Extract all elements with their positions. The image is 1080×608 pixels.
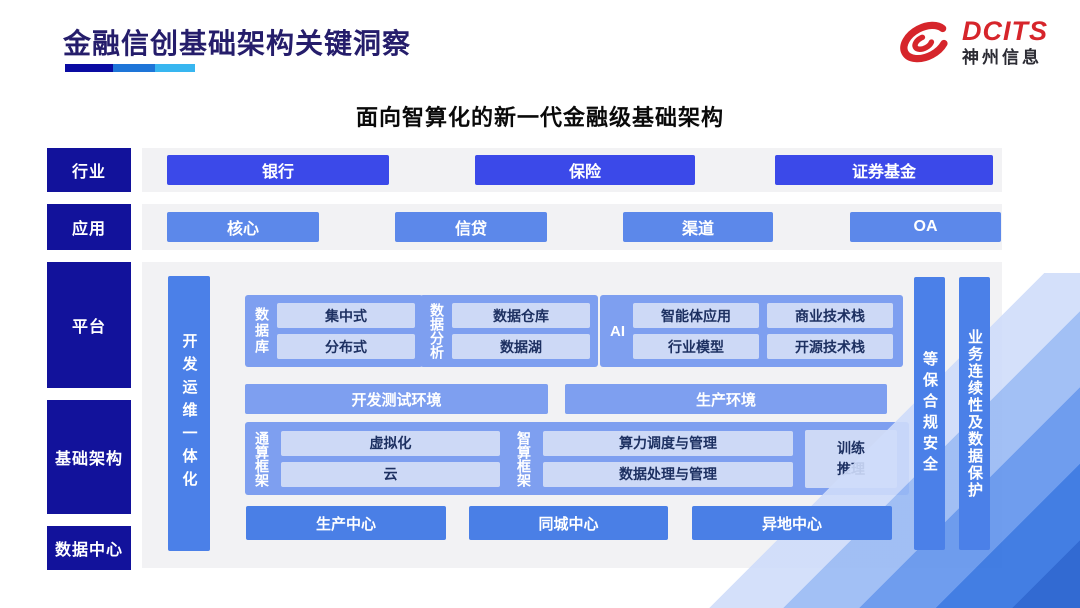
company-logo: DCITS 神州信息 bbox=[896, 16, 1048, 68]
page-title: 金融信创基础架构关键洞察 bbox=[63, 28, 412, 59]
continuity-bar: 业务连续性及数据保护 bbox=[959, 277, 990, 550]
analytics-group: 数据分析 数据仓库 数据湖 bbox=[420, 295, 598, 367]
ai-item-commercial-stack: 商业技术栈 bbox=[767, 303, 893, 328]
general-framework-group: 通算框架 虚拟化 云 bbox=[245, 422, 510, 495]
app-box-oa: OA bbox=[850, 212, 1001, 242]
ai-group: AI 智能体应用 商业技术栈 行业模型 开源技术栈 bbox=[600, 295, 903, 367]
intelligent-framework-group: 智算框架 算力调度与管理 数据处理与管理 训练推理 bbox=[505, 422, 909, 495]
dcits-swirl-icon bbox=[900, 21, 950, 63]
row-label-industry: 行业 bbox=[47, 148, 131, 192]
intelligent-item-compute-scheduling: 算力调度与管理 bbox=[543, 430, 793, 456]
industry-box-insurance: 保险 bbox=[475, 155, 695, 185]
logo-company-text: 神州信息 bbox=[962, 47, 1042, 67]
industry-box-securities: 证券基金 bbox=[775, 155, 993, 185]
datacenter-box-remote: 异地中心 bbox=[692, 506, 892, 540]
datacenter-box-production: 生产中心 bbox=[246, 506, 446, 540]
intelligent-item-training-inference: 训练推理 bbox=[805, 429, 897, 488]
row-label-datacenter: 数据中心 bbox=[47, 526, 131, 570]
datacenter-box-samecity: 同城中心 bbox=[469, 506, 668, 540]
ai-item-agent-apps: 智能体应用 bbox=[633, 303, 759, 328]
ai-item-industry-models: 行业模型 bbox=[633, 334, 759, 359]
general-item-cloud: 云 bbox=[281, 461, 500, 487]
env-bar-devtest: 开发测试环境 bbox=[245, 384, 548, 414]
security-bar: 等保合规安全 bbox=[914, 277, 945, 550]
intelligent-framework-label: 智算框架 bbox=[516, 430, 532, 487]
app-box-channel: 渠道 bbox=[623, 212, 773, 242]
diagram-title: 面向智算化的新一代金融级基础架构 bbox=[355, 105, 724, 130]
general-framework-label: 通算框架 bbox=[254, 430, 270, 487]
analytics-item-lake: 数据湖 bbox=[452, 334, 590, 359]
app-box-core: 核心 bbox=[167, 212, 319, 242]
intelligent-item-data-processing: 数据处理与管理 bbox=[543, 461, 793, 487]
general-item-virtualization: 虚拟化 bbox=[281, 430, 500, 456]
industry-strip: 银行 保险 证券基金 bbox=[142, 148, 1002, 192]
application-strip: 核心 信贷 渠道 OA bbox=[142, 204, 1002, 250]
row-label-infrastructure: 基础架构 bbox=[47, 400, 131, 514]
security-bar-label: 等保合规安全 bbox=[921, 350, 938, 477]
title-underline bbox=[65, 64, 195, 72]
industry-box-bank: 银行 bbox=[167, 155, 389, 185]
devops-bar-label: 开发运维一体化 bbox=[180, 333, 198, 494]
app-box-credit: 信贷 bbox=[395, 212, 547, 242]
devops-bar: 开发运维一体化 bbox=[168, 276, 210, 551]
database-item-distributed: 分布式 bbox=[277, 334, 415, 359]
database-group-label: 数据库 bbox=[254, 307, 270, 355]
env-bar-production: 生产环境 bbox=[565, 384, 887, 414]
row-label-platform: 平台 bbox=[47, 262, 131, 388]
database-item-centralized: 集中式 bbox=[277, 303, 415, 328]
logo-brand-text: DCITS bbox=[962, 16, 1048, 47]
ai-group-label: AI bbox=[610, 322, 625, 340]
analytics-item-warehouse: 数据仓库 bbox=[452, 303, 590, 328]
continuity-bar-label: 业务连续性及数据保护 bbox=[966, 328, 983, 499]
database-group: 数据库 集中式 分布式 bbox=[245, 295, 423, 367]
row-label-application: 应用 bbox=[47, 204, 131, 250]
analytics-group-label: 数据分析 bbox=[429, 303, 445, 359]
ai-item-opensource-stack: 开源技术栈 bbox=[767, 334, 893, 359]
